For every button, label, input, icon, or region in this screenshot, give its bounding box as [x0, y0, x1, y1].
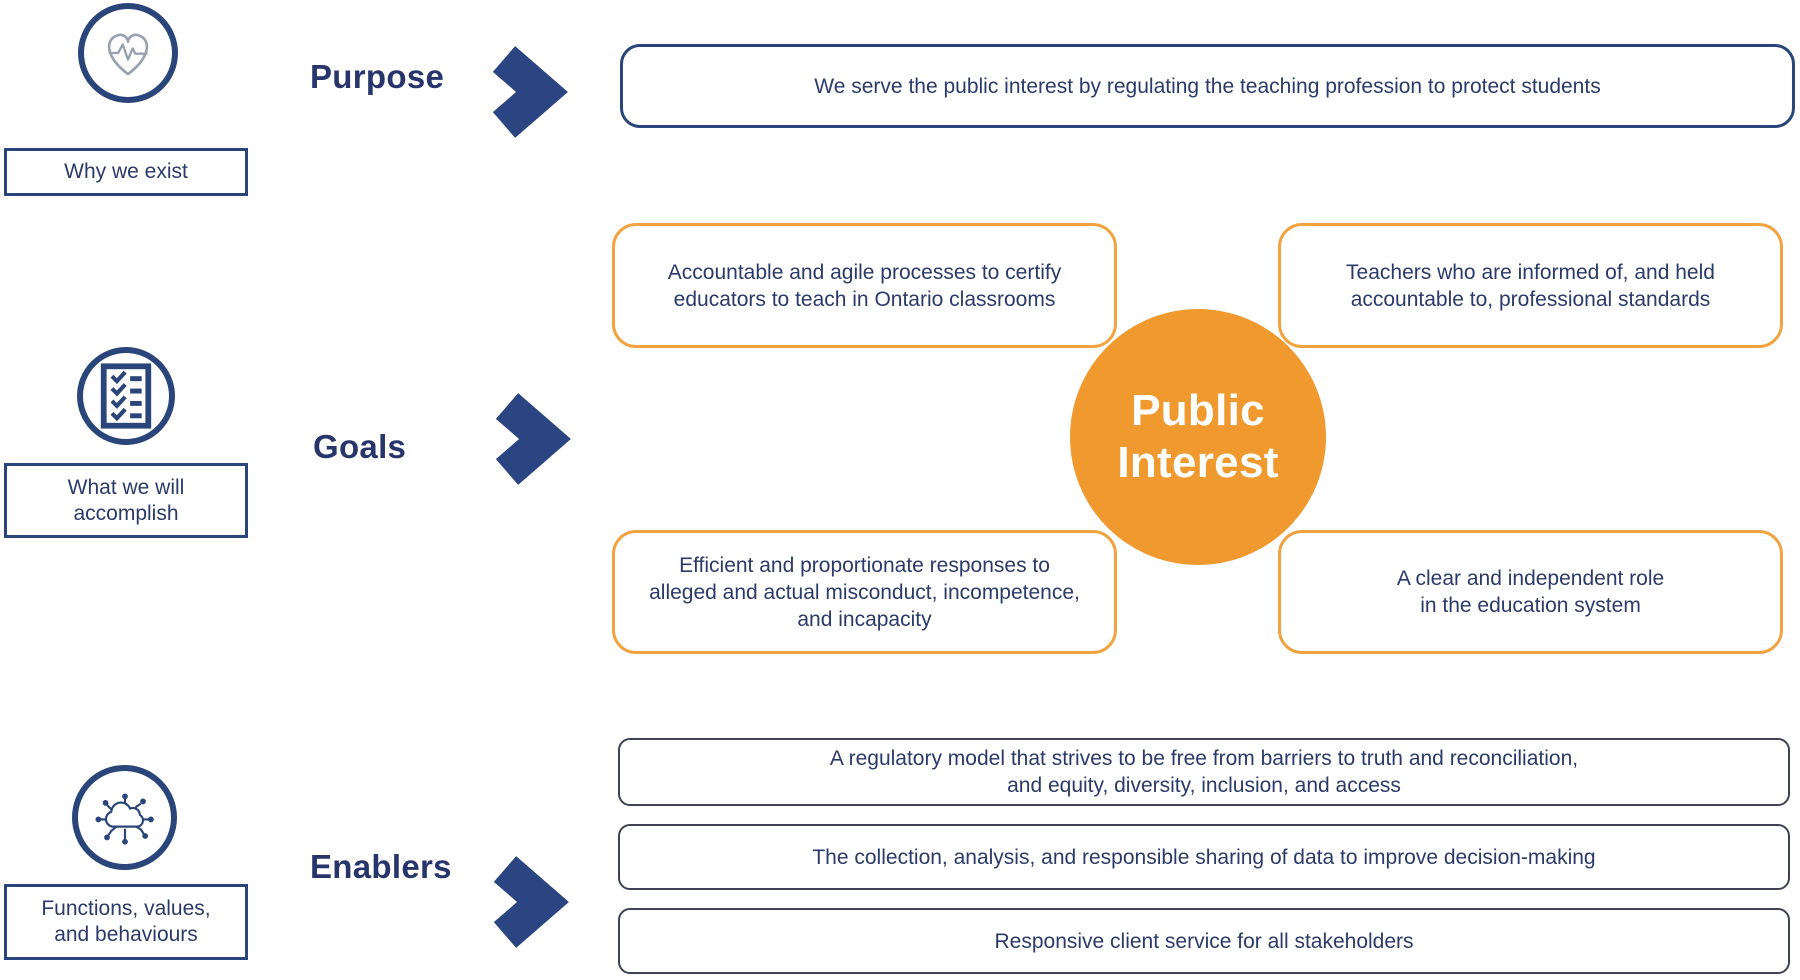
purpose-statement-box: We serve the public interest by regulati…: [620, 44, 1795, 128]
enabler-text: Responsive client service for all stakeh…: [994, 929, 1414, 953]
goal-text: alleged and actual misconduct, incompete…: [649, 580, 1080, 604]
goal-text: A clear and independent role: [1396, 567, 1665, 590]
goal-text: educators to teach in Ontario classrooms: [673, 287, 1056, 311]
goal-text: in the education system: [1420, 594, 1641, 617]
purpose-heading: Purpose: [310, 58, 445, 95]
enabler-box-data-sharing: The collection, analysis, and responsibl…: [618, 824, 1790, 890]
heart-pulse-icon: [78, 3, 178, 103]
enabler-text: The collection, analysis, and responsibl…: [812, 845, 1596, 869]
goal-box-misconduct: Efficient and proportionate responses to…: [612, 530, 1117, 654]
goal-text: Teachers who are informed of, and held: [1346, 260, 1715, 284]
goals-side-label-line1: What we will: [67, 475, 185, 499]
goal-text: and incapacity: [797, 607, 932, 631]
enabler-box-regulatory-model: A regulatory model that strives to be fr…: [618, 738, 1790, 806]
purpose-arrow-icon: [492, 46, 568, 138]
goal-box-certification: Accountable and agile processes to certi…: [612, 223, 1117, 348]
heart-pulse-icon: [107, 33, 149, 76]
enablers-side-label-box: Functions, values, and behaviours: [4, 884, 248, 960]
goals-heading: Goals: [313, 428, 407, 465]
checklist-icon: [100, 363, 152, 429]
purpose-statement: We serve the public interest by regulati…: [814, 74, 1601, 98]
goals-side-label-line2: accomplish: [73, 501, 179, 525]
purpose-side-label: Why we exist: [64, 160, 188, 183]
enablers-arrow-icon: [493, 856, 569, 948]
badge-text-line1: Public: [1131, 386, 1265, 435]
cloud-network-icon: [72, 765, 177, 870]
goal-box-standards: Teachers who are informed of, and held a…: [1278, 223, 1783, 348]
public-interest-badge: Public Interest: [1070, 309, 1326, 565]
enabler-text: and equity, diversity, inclusion, and ac…: [1007, 774, 1401, 797]
goal-text: accountable to, professional standards: [1350, 287, 1711, 311]
goal-box-independent-role: A clear and independent role in the educ…: [1278, 530, 1783, 654]
enabler-text: A regulatory model that strives to be fr…: [829, 747, 1579, 770]
enabler-box-client-service: Responsive client service for all stakeh…: [618, 908, 1790, 974]
enablers-side-label-line2: and behaviours: [54, 923, 198, 946]
goals-side-label-box: What we will accomplish: [4, 463, 248, 538]
enablers-heading: Enablers: [310, 848, 452, 885]
checklist-icon: [77, 347, 175, 445]
goal-text: Accountable and agile processes to certi…: [667, 260, 1062, 284]
goals-arrow-icon: [495, 393, 571, 485]
purpose-side-label-box: Why we exist: [4, 148, 248, 196]
badge-text-line2: Interest: [1117, 438, 1279, 487]
enablers-side-label-line1: Functions, values,: [41, 897, 211, 920]
cloud-network-icon: [94, 793, 154, 845]
goal-text: Efficient and proportionate responses to: [679, 553, 1050, 577]
